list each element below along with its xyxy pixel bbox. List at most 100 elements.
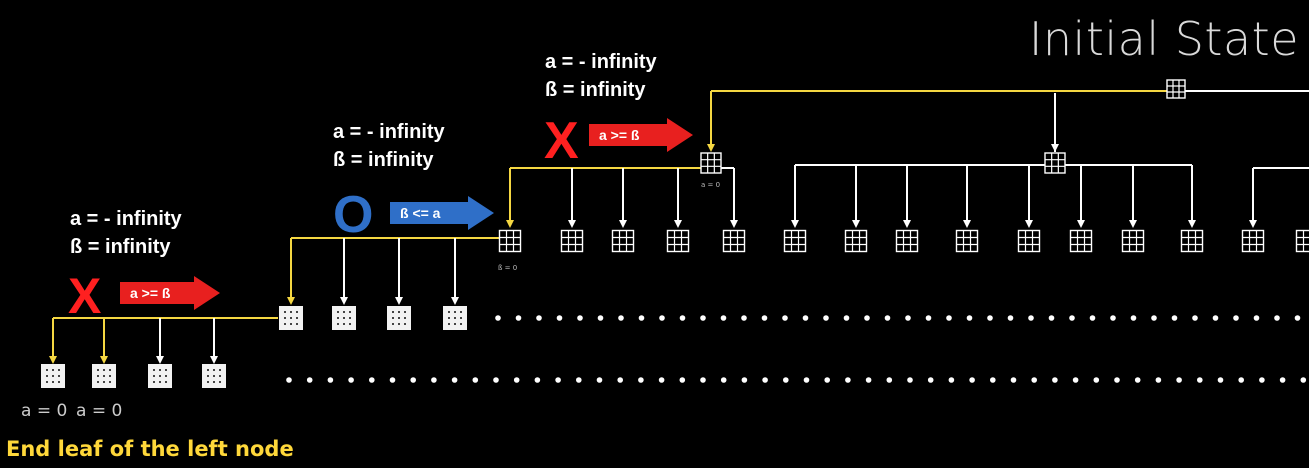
board-mark bbox=[46, 381, 48, 383]
leaf-value-1: a = 0 bbox=[21, 401, 68, 421]
ellipsis-dot bbox=[659, 315, 665, 321]
board-icon bbox=[1017, 229, 1041, 253]
ellipsis-dot bbox=[720, 315, 727, 321]
ellipsis-dot bbox=[348, 377, 354, 383]
ellipsis-dot bbox=[1010, 377, 1017, 383]
board-mark bbox=[460, 323, 462, 325]
ellipsis-dot bbox=[327, 377, 334, 383]
board-icon bbox=[844, 229, 868, 253]
ellipsis-dot bbox=[495, 315, 501, 321]
board-mark bbox=[454, 323, 456, 325]
ellipsis-dot bbox=[513, 377, 520, 383]
ellipsis-dot bbox=[1130, 315, 1137, 321]
ellipsis-dot bbox=[720, 377, 727, 383]
board-mark bbox=[290, 323, 292, 325]
board-icon bbox=[895, 229, 919, 253]
board-outline bbox=[611, 229, 635, 253]
board-mark bbox=[52, 381, 54, 383]
ellipsis-dot bbox=[987, 315, 993, 321]
ellipsis-dot bbox=[1300, 377, 1307, 383]
board-mark bbox=[343, 317, 345, 319]
ellipsis-dot bbox=[1007, 315, 1014, 321]
board-mark bbox=[109, 375, 111, 377]
board-icon bbox=[722, 229, 746, 253]
board-mark bbox=[284, 323, 286, 325]
board-icon bbox=[498, 229, 522, 253]
ellipsis-dot bbox=[534, 377, 541, 383]
ellipsis-dot bbox=[515, 315, 522, 321]
board-outline bbox=[1017, 229, 1041, 253]
board-mark bbox=[454, 311, 456, 313]
board-mark bbox=[454, 317, 456, 319]
board-mark bbox=[97, 381, 99, 383]
board-mark bbox=[404, 323, 406, 325]
board-icon bbox=[783, 229, 807, 253]
board-mark bbox=[159, 375, 161, 377]
board-mark bbox=[109, 369, 111, 371]
board-mark bbox=[296, 311, 298, 313]
middle-alpha-label: a = - infinity bbox=[333, 121, 445, 143]
board-mark bbox=[207, 369, 209, 371]
board-mark bbox=[392, 317, 394, 319]
board-icon bbox=[1044, 152, 1066, 174]
board-mark bbox=[296, 323, 298, 325]
ellipsis-dot bbox=[555, 377, 561, 383]
board-mark bbox=[52, 369, 54, 371]
ellipsis-dot bbox=[1233, 315, 1239, 321]
board-mark bbox=[165, 375, 167, 377]
filled-board-icon bbox=[332, 306, 356, 330]
board-mark bbox=[207, 381, 209, 383]
board-mark bbox=[213, 369, 215, 371]
ellipsis-dot bbox=[762, 377, 768, 383]
alpha-node-value: a = 0 bbox=[701, 181, 721, 189]
left-rule-arrow bbox=[120, 276, 220, 310]
board-mark bbox=[296, 317, 298, 319]
ellipsis-dot bbox=[369, 377, 375, 383]
ellipsis-dot bbox=[927, 377, 934, 383]
board-mark bbox=[349, 317, 351, 319]
ellipsis-dot bbox=[824, 377, 830, 383]
filled-board-icon bbox=[41, 364, 65, 388]
board-icon bbox=[1241, 229, 1265, 253]
board-icon bbox=[1166, 79, 1186, 99]
board-mark bbox=[448, 317, 450, 319]
board-mark bbox=[290, 311, 292, 313]
ellipsis-dot bbox=[1279, 377, 1286, 383]
ellipsis-dot bbox=[1089, 315, 1096, 321]
board-icon bbox=[700, 152, 722, 174]
board-mark bbox=[392, 311, 394, 313]
top-rule-label: a >= ß bbox=[599, 127, 640, 143]
ellipsis-dot bbox=[886, 377, 893, 383]
ellipsis-dot bbox=[761, 315, 768, 321]
board-outline bbox=[666, 229, 690, 253]
ellipsis-dot bbox=[679, 315, 686, 321]
filled-board-icon bbox=[443, 306, 467, 330]
board-outline bbox=[1121, 229, 1145, 253]
board-icon bbox=[1180, 229, 1204, 253]
ellipsis-dot bbox=[1072, 377, 1079, 383]
board-mark bbox=[159, 369, 161, 371]
board-mark bbox=[103, 375, 105, 377]
ellipsis-dot bbox=[1197, 377, 1203, 383]
board-mark bbox=[460, 317, 462, 319]
board-mark bbox=[213, 375, 215, 377]
ellipsis-dot bbox=[389, 377, 396, 383]
filled-board-icon bbox=[92, 364, 116, 388]
board-outline bbox=[722, 229, 746, 253]
ellipsis-dot bbox=[431, 377, 437, 383]
board-mark bbox=[448, 311, 450, 313]
ellipsis-dot bbox=[1110, 315, 1116, 321]
board-mark bbox=[337, 323, 339, 325]
board-mark bbox=[337, 311, 339, 313]
middle-rule-arrow bbox=[390, 196, 494, 230]
middle-beta-label: ß = infinity bbox=[333, 149, 434, 171]
board-icon bbox=[1295, 229, 1309, 253]
board-outline bbox=[1241, 229, 1265, 253]
board-outline bbox=[844, 229, 868, 253]
board-mark bbox=[349, 311, 351, 313]
ellipsis-dot bbox=[577, 315, 583, 321]
board-mark bbox=[404, 317, 406, 319]
board-outline bbox=[895, 229, 919, 253]
